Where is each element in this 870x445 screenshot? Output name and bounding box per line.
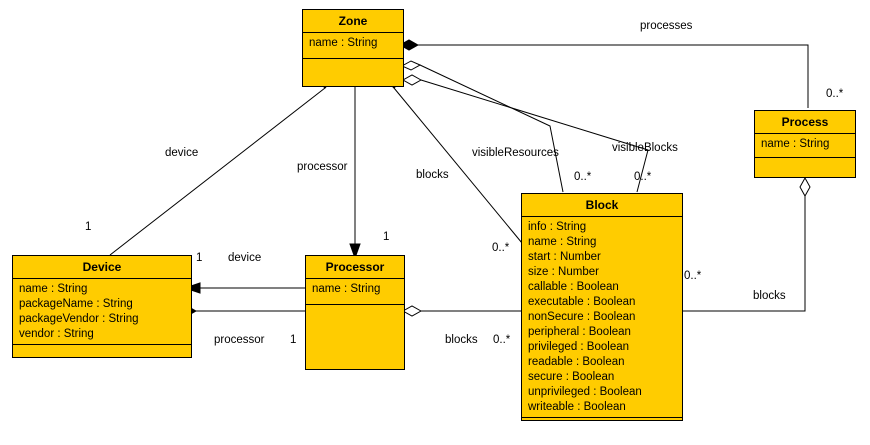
edge-label-device-zone: device [165, 147, 199, 159]
edge-device-processor-processor [176, 305, 308, 317]
class-name-processor: Processor [306, 256, 404, 279]
multiplicity-process-processes: 0..* [826, 88, 844, 100]
class-attributes-processor: name : String [306, 279, 404, 305]
attribute-row: callable : Boolean [528, 281, 619, 293]
multiplicity-processor-zone: 1 [383, 231, 390, 243]
edge-label-visibleblocks: visibleBlocks [612, 142, 678, 154]
class-name-block: Block [522, 194, 682, 217]
edge-label-blocks-zone: blocks [416, 169, 449, 181]
edge-label-processor-device: processor [214, 334, 265, 346]
attribute-row: secure : Boolean [528, 371, 615, 383]
class-box-device[interactable]: Device name : String packageName : Strin… [12, 255, 192, 358]
attribute-row: name : String [528, 236, 597, 248]
attribute-row: packageVendor : String [19, 313, 139, 325]
attribute-row: writeable : Boolean [528, 401, 626, 413]
edge-label-processor-zone: processor [297, 161, 348, 173]
attribute-row: info : String [528, 221, 587, 233]
class-name-zone: Zone [303, 10, 403, 33]
class-box-processor[interactable]: Processor name : String [305, 255, 405, 370]
class-attributes-zone: name : String [303, 33, 403, 59]
attribute-row: size : Number [528, 266, 599, 278]
edge-label-blocks-processor: blocks [445, 334, 478, 346]
class-name-device: Device [13, 256, 191, 279]
class-box-block[interactable]: Block info : String name : String start … [521, 193, 683, 421]
multiplicity-block-blocks-processor: 0..* [493, 334, 511, 346]
attribute-row: executable : Boolean [528, 296, 636, 308]
edge-zone-processor-processor [349, 78, 361, 260]
multiplicity-block-visibleresources: 0..* [574, 171, 592, 183]
edge-label-visibleresources: visibleResources [472, 147, 559, 159]
attribute-row: unprivileged : Boolean [528, 386, 642, 398]
attribute-row: name : String [19, 283, 88, 295]
edge-label-device-processor: device [228, 252, 262, 264]
edge-label-blocks-process: blocks [753, 290, 786, 302]
multiplicity-processor-device-edge: 1 [290, 334, 297, 346]
edge-processor-device-device [183, 282, 308, 294]
attribute-row: readable : Boolean [528, 356, 625, 368]
class-attributes-process: name : String [755, 134, 855, 158]
multiplicity-device-processor-edge: 1 [196, 252, 203, 264]
edge-zone-processes-process [398, 39, 809, 108]
multiplicity-block-blocks-zone: 0..* [492, 242, 510, 254]
edge-process-blocks-block [683, 176, 811, 312]
class-box-zone[interactable]: Zone name : String [302, 9, 404, 87]
attribute-row: privileged : Boolean [528, 341, 630, 353]
attribute-row: packageName : String [19, 298, 133, 310]
edge-label-processes: processes [640, 20, 693, 32]
attribute-row: name : String [761, 138, 830, 150]
attribute-row: peripheral : Boolean [528, 326, 631, 338]
edge-processor-blocks-block [401, 305, 522, 317]
multiplicity-block-blocks-process: 0..* [684, 270, 702, 282]
multiplicity-device-zone: 1 [85, 221, 92, 233]
attribute-row: nonSecure : Boolean [528, 311, 636, 323]
class-box-process[interactable]: Process name : String [754, 110, 856, 178]
attribute-row: name : String [309, 37, 378, 49]
attribute-row: name : String [312, 283, 381, 295]
multiplicity-block-visibleblocks: 0..* [634, 171, 652, 183]
attribute-row: start : Number [528, 251, 601, 263]
attribute-row: vendor : String [19, 328, 94, 340]
class-attributes-device: name : String packageName : String packa… [13, 279, 191, 345]
class-name-process: Process [755, 111, 855, 134]
class-attributes-block: info : String name : String start : Numb… [522, 217, 682, 418]
